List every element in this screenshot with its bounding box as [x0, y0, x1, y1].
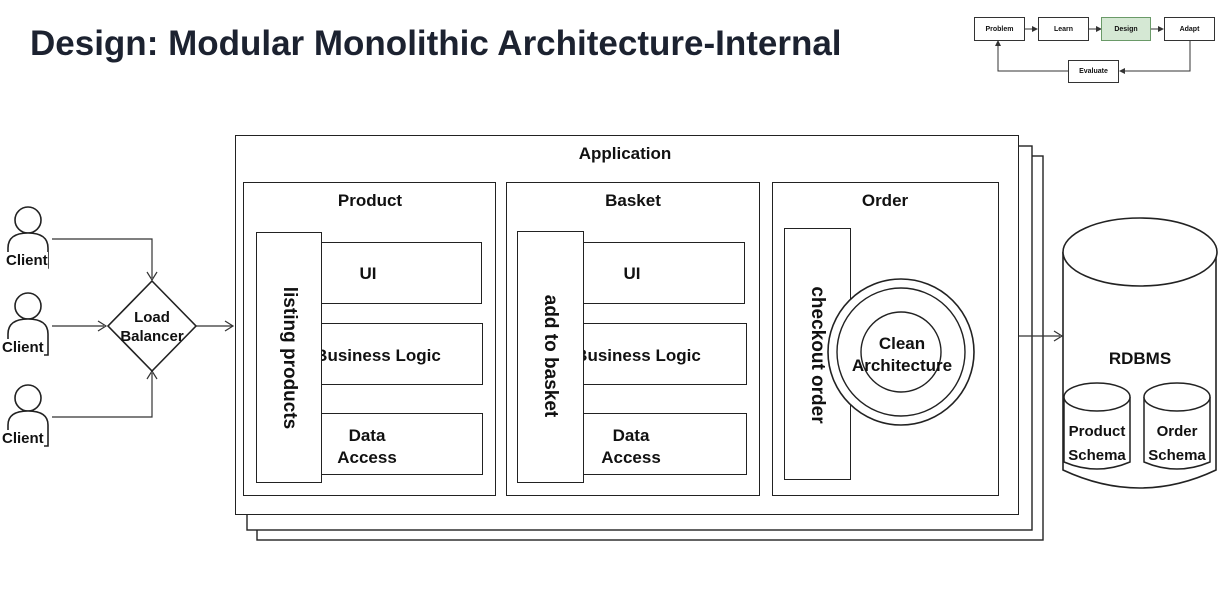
- product-logic-layer: [321, 323, 483, 385]
- basket-logic-label: Business Logic: [575, 346, 701, 365]
- basket-data-layer: [582, 413, 747, 475]
- product-schema-label: Product Schema: [1068, 423, 1126, 464]
- client-label-3: Client: [2, 430, 44, 447]
- client-label-2: Client: [2, 339, 44, 356]
- schema-cylinders: [1063, 382, 1211, 470]
- module-order-title: Order: [861, 191, 909, 210]
- process-step-evaluate: Evaluate: [1068, 60, 1119, 83]
- process-step-design: Design: [1101, 17, 1151, 41]
- basket-vertical-slice: [517, 231, 584, 483]
- basket-logic-layer: [582, 323, 747, 385]
- process-step-learn: Learn: [1038, 17, 1089, 41]
- product-vertical-slice: [256, 232, 322, 483]
- product-ui-layer: [321, 242, 482, 304]
- process-step-problem: Problem: [974, 17, 1025, 41]
- module-product-title: Product: [337, 191, 403, 210]
- product-ui-label: UI: [359, 264, 377, 283]
- module-basket-title: Basket: [605, 191, 661, 210]
- process-step-adapt: Adapt: [1164, 17, 1215, 41]
- order-schema-label: Order Schema: [1148, 423, 1206, 464]
- clean-architecture-label: Clean Architecture: [851, 334, 953, 375]
- page-title: Design: Modular Monolithic Architecture-…: [30, 24, 842, 63]
- client-label-1: Client: [6, 252, 48, 269]
- basket-ui-layer: [582, 242, 745, 304]
- basket-data-label: Data Access: [601, 426, 661, 467]
- application-label: Application: [578, 144, 672, 163]
- product-data-label: Data Access: [337, 426, 397, 467]
- rdbms-label: RDBMS: [1108, 349, 1172, 368]
- load-balancer-label: Load Balancer: [120, 309, 184, 345]
- basket-ui-label: UI: [623, 264, 641, 283]
- product-data-layer: [321, 413, 483, 475]
- product-logic-label: Business Logic: [315, 346, 441, 365]
- load-balancer-diamond: [106, 279, 198, 373]
